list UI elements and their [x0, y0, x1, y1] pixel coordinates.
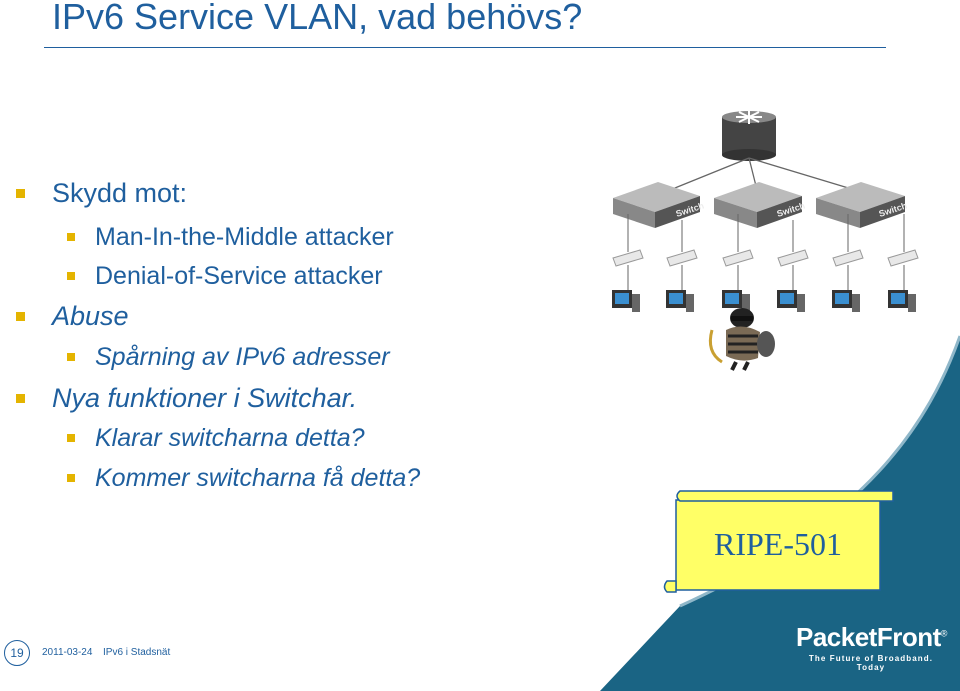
phone-icon [777, 249, 809, 267]
bullet-marker [67, 272, 75, 280]
bullet-text: Skydd mot: [52, 178, 188, 208]
computer-icon [612, 290, 640, 312]
page-number: 19 [4, 640, 30, 666]
phone-icon [612, 249, 644, 267]
computer-icon [777, 290, 805, 312]
bullet-marker [67, 434, 75, 442]
computer-icon [832, 290, 860, 312]
bullet-level2: Kommer switcharna få detta? [67, 464, 421, 493]
slide-title: IPv6 Service VLAN, vad behövs? [52, 0, 583, 37]
bullet-marker [67, 233, 75, 241]
thief-icon [708, 308, 775, 371]
computer-icon-row [612, 290, 916, 312]
logo-wordmark: PacketFront [796, 622, 941, 652]
bullet-level1: Skydd mot: [16, 178, 188, 209]
computer-icon [888, 290, 916, 312]
bullet-text: Nya funktioner i Switchar. [52, 383, 358, 413]
phone-icon-row [612, 249, 919, 267]
phone-icon [832, 249, 864, 267]
bullet-level2: Klarar switcharna detta? [67, 424, 365, 453]
logo-tagline: The Future of Broadband. Today [808, 654, 934, 672]
bullet-level2: Man-In-the-Middle attacker [67, 223, 394, 252]
logo-name: PacketFront® [796, 622, 948, 653]
switch-icon: Switch [714, 182, 806, 228]
bullet-marker [16, 394, 25, 403]
ripe-callout-text: RIPE-501 [714, 526, 842, 562]
bullet-text: Man-In-the-Middle attacker [95, 223, 394, 251]
router-icon [722, 110, 776, 161]
packetfront-logo: PacketFront® The Future of Broadband. To… [796, 622, 948, 672]
bullet-marker [16, 312, 25, 321]
phone-icon [887, 249, 919, 267]
footer-date: 2011-03-24 [42, 647, 93, 658]
bullet-text: Abuse [52, 301, 129, 331]
computer-icon [722, 290, 750, 312]
bullet-level2: Denial-of-Service attacker [67, 262, 383, 291]
bullet-level2: Spårning av IPv6 adresser [67, 343, 390, 372]
phone-icon [722, 249, 754, 267]
bullet-text: Klarar switcharna detta? [95, 424, 365, 452]
bullet-marker [16, 189, 25, 198]
bullet-text: Denial-of-Service attacker [95, 262, 383, 290]
bullet-level1: Abuse [16, 301, 129, 332]
footer-text: IPv6 i Stadsnät [103, 647, 171, 658]
switch-icon: Switch [816, 182, 908, 228]
logo-registered-mark: ® [940, 628, 948, 639]
bullet-text: Spårning av IPv6 adresser [95, 343, 390, 371]
computer-icon [666, 290, 694, 312]
network-diagram: Switch Switch Switch [612, 110, 919, 371]
access-lines [627, 214, 905, 290]
bullet-marker [67, 474, 75, 482]
bullet-marker [67, 353, 75, 361]
title-divider [44, 47, 886, 48]
bullet-level1: Nya funktioner i Switchar. [16, 383, 358, 414]
ripe-callout-scroll [663, 490, 894, 593]
bullet-text: Kommer switcharna få detta? [95, 464, 421, 492]
phone-icon [666, 249, 698, 267]
